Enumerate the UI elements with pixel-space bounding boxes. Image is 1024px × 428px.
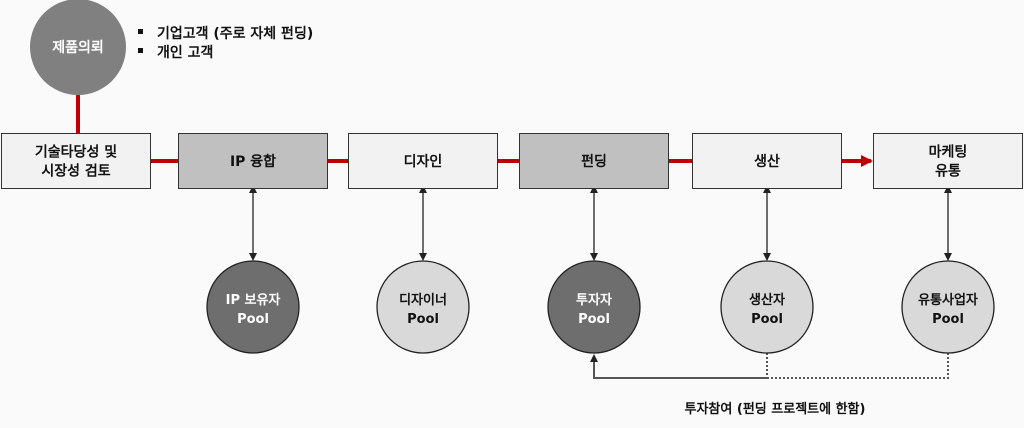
- pool-label: IP 보유자: [226, 293, 281, 308]
- bullet-icon: [138, 29, 143, 34]
- request-bullet-2: 개인 고객: [157, 44, 213, 61]
- bullet-icon: [138, 48, 143, 53]
- pool-label: 투자자: [576, 293, 612, 308]
- pool-label: 생산자: [749, 292, 785, 308]
- request-circle: [30, 0, 126, 95]
- step-box: [178, 133, 328, 189]
- pool-circle: [206, 260, 300, 354]
- pool-label: 유통사업자: [918, 292, 978, 308]
- pool-circle: [901, 260, 995, 354]
- pool-label: Pool: [932, 312, 964, 327]
- step-box: [873, 133, 1023, 189]
- step-label: 생산: [754, 153, 780, 170]
- feedback-label: 투자참여 (펀딩 프로젝트에 한함): [685, 401, 866, 417]
- feedback-arrow: [590, 354, 767, 379]
- step-label: 기술타당성 및: [35, 144, 117, 161]
- step-label: 펀딩: [581, 153, 607, 170]
- step-label: 디자인: [404, 153, 443, 170]
- step-label: IP 융합: [230, 153, 276, 170]
- pool-circle: [376, 260, 470, 354]
- pool-circle: [547, 260, 641, 354]
- step-box: [692, 133, 842, 189]
- request-label: 제품의뢰: [52, 39, 104, 56]
- pool-label: Pool: [751, 312, 783, 327]
- feedback-dashed-line: [767, 353, 949, 379]
- pool-label: Pool: [237, 312, 269, 327]
- pool-label: Pool: [578, 312, 610, 327]
- pool-label: 디자이너: [399, 292, 447, 308]
- step-box: [519, 133, 669, 189]
- request-bullet-1: 기업고객 (주로 자체 펀딩): [157, 25, 313, 42]
- step-label: 마케팅: [929, 144, 968, 161]
- step-box: [1, 133, 151, 189]
- step-label: 시장성 검토: [41, 163, 110, 180]
- pool-circle: [720, 260, 814, 354]
- step-label: 유통: [935, 164, 961, 180]
- step-box: [348, 133, 498, 189]
- pool-label: Pool: [407, 312, 439, 327]
